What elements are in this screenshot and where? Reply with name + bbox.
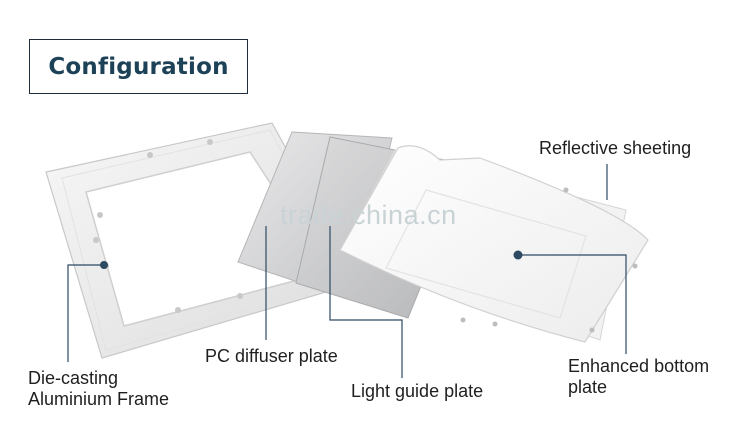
label-enhanced-bottom-plate-line1: Enhanced bottom (568, 356, 710, 376)
title-box: Configuration (29, 39, 248, 94)
label-frame-line2: Aluminium Frame (28, 389, 170, 409)
page-title: Configuration (48, 53, 229, 80)
dot-frame (100, 261, 108, 269)
dot-enhanced (513, 250, 523, 260)
enhanced-bottom-plate (339, 145, 649, 343)
label-enhanced-bottom-plate-line2: plate (568, 377, 608, 397)
leader-enhanced (518, 254, 627, 354)
leader-light-guide (329, 226, 403, 378)
label-reflective-sheeting: Reflective sheeting (539, 138, 692, 158)
label-pc-diffuser-plate: PC diffuser plate (205, 346, 338, 366)
leader-frame (67, 264, 104, 362)
label-light-guide-plate: Light guide plate (351, 381, 484, 401)
watermark: trade.china.cn (280, 200, 457, 230)
label-frame-line1: Die-casting (28, 368, 119, 388)
